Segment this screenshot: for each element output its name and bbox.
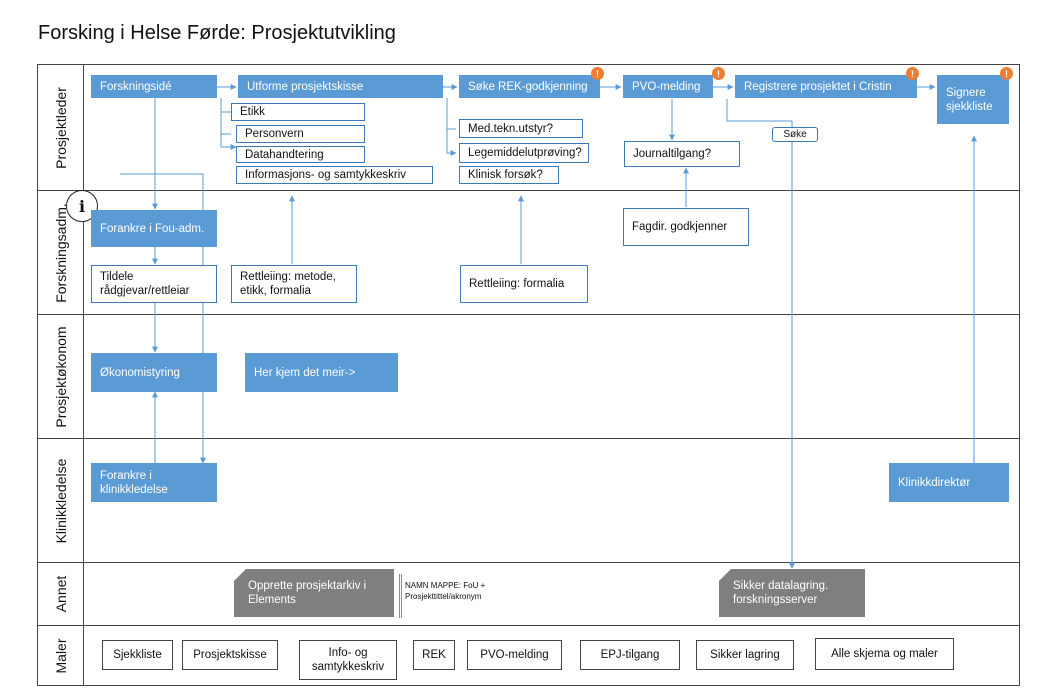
swimlane-diagram: Prosjektleder Forskningsadm. Prosjektøko… bbox=[37, 64, 1020, 686]
node-forankre-fou[interactable]: Forankre i Fou-adm. bbox=[91, 210, 217, 247]
node-personvern[interactable]: Personvern bbox=[236, 125, 365, 143]
node-soke-rek[interactable]: Søke REK-godkjenning bbox=[459, 75, 600, 98]
node-informasjonsskriv[interactable]: Informasjons- og samtykkeskriv bbox=[236, 166, 433, 184]
template-pvo-melding[interactable]: PVO-melding bbox=[467, 640, 562, 670]
node-signere-sjekkliste[interactable]: Signere sjekkliste bbox=[937, 75, 1009, 124]
node-soke[interactable]: Søke bbox=[772, 127, 818, 142]
template-prosjektskisse[interactable]: Prosjektskisse bbox=[182, 640, 278, 670]
warning-icon: ! bbox=[591, 67, 604, 80]
node-registrere-cristin[interactable]: Registrere prosjektet i Cristin bbox=[735, 75, 917, 98]
node-rettleiing-formalia[interactable]: Rettleiing: formalia bbox=[460, 265, 588, 303]
node-klinikkdirektor[interactable]: Klinikkdirektør bbox=[889, 463, 1009, 502]
template-sjekkliste[interactable]: Sjekkliste bbox=[102, 640, 173, 670]
node-datahandtering[interactable]: Datahandtering bbox=[236, 146, 365, 163]
template-info-samtykkeskriv[interactable]: Info- og samtykkeskriv bbox=[299, 640, 397, 680]
node-forskningside[interactable]: Forskningsidé bbox=[91, 75, 217, 98]
note-namn-mappe: NAMN MAPPE: FoU + Prosjekttittel/akronym bbox=[405, 580, 485, 602]
template-rek[interactable]: REK bbox=[413, 640, 455, 670]
lane-annet: Annet bbox=[38, 562, 1019, 625]
node-rettleiing-metode[interactable]: Rettleiing: metode, etikk, formalia bbox=[231, 265, 357, 303]
node-journaltilgang[interactable]: Journaltilgang? bbox=[624, 141, 740, 167]
note-bracket bbox=[399, 574, 402, 618]
lane-prosjektokonom: Prosjektøkonom bbox=[38, 314, 1019, 438]
node-medtekn-utstyr[interactable]: Med.tekn.utstyr? bbox=[459, 119, 583, 138]
node-klinisk-forsok[interactable]: Klinisk forsøk? bbox=[459, 166, 559, 184]
node-opprette-prosjektarkiv[interactable]: Opprette prosjektarkiv i Elements bbox=[234, 569, 394, 617]
warning-icon: ! bbox=[906, 67, 919, 80]
node-pvo-melding[interactable]: PVO-melding bbox=[623, 75, 713, 98]
node-her-kjem-det-meir[interactable]: Her kjem det meir-> bbox=[245, 353, 398, 392]
node-forankre-klinikkledelse[interactable]: Forankre i klinikkledelse bbox=[91, 463, 217, 502]
note-line-1: NAMN MAPPE: FoU + bbox=[405, 581, 486, 590]
note-line-2: Prosjekttittel/akronym bbox=[405, 592, 482, 601]
lane-maler: Maler bbox=[38, 625, 1019, 685]
node-etikk[interactable]: Etikk bbox=[231, 103, 365, 121]
template-alle-skjema[interactable]: Alle skjema og maler bbox=[815, 638, 954, 670]
warning-icon: ! bbox=[1000, 67, 1013, 80]
lane-klinikkledelse: Klinikkledelse bbox=[38, 438, 1019, 562]
template-sikker-lagring[interactable]: Sikker lagring bbox=[696, 640, 794, 670]
node-sikker-datalagring[interactable]: Sikker datalagring. forskningsserver bbox=[719, 569, 865, 617]
node-tildele-radgjevar[interactable]: Tildele rådgjevar/rettleiar bbox=[91, 265, 217, 303]
node-okonomistyring[interactable]: Økonomistyring bbox=[91, 353, 217, 392]
node-legemiddelutproving[interactable]: Legemiddelutprøving? bbox=[459, 143, 589, 163]
template-epj-tilgang[interactable]: EPJ-tilgang bbox=[580, 640, 680, 670]
node-fagdir-godkjenner[interactable]: Fagdir. godkjenner bbox=[623, 208, 749, 246]
node-utforme-prosjektskisse[interactable]: Utforme prosjektskisse bbox=[238, 75, 443, 98]
lane-prosjektleder: Prosjektleder bbox=[38, 65, 1019, 190]
lane-forskningsadm: Forskningsadm. bbox=[38, 190, 1019, 314]
page-title: Forsking i Helse Førde: Prosjektutviklin… bbox=[38, 22, 396, 44]
warning-icon: ! bbox=[712, 67, 725, 80]
